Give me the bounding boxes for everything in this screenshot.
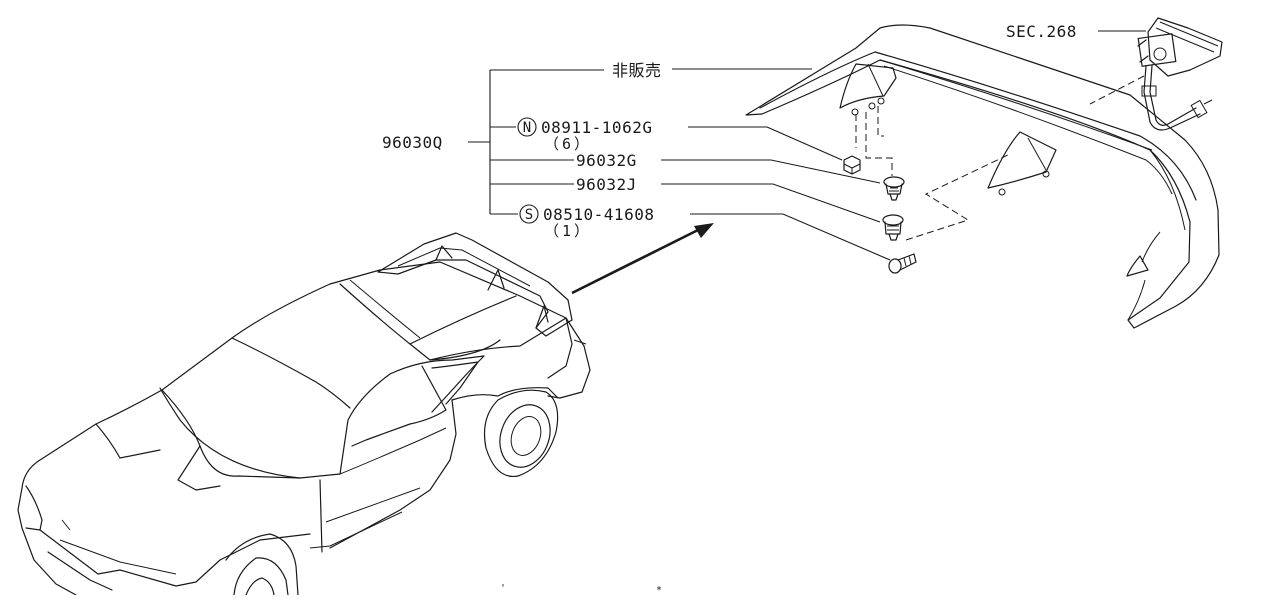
fasteners	[843, 106, 1011, 274]
car-illustration	[17, 232, 591, 596]
section-reference: SEC.268	[1006, 22, 1077, 41]
screw-part-number: 08510-41608	[543, 205, 654, 224]
leader-line	[688, 126, 843, 161]
stop-lamp-assembly	[1089, 17, 1223, 131]
screw-symbol: S	[519, 204, 539, 224]
not-for-sale-label: 非販売	[612, 61, 662, 80]
leader-line	[661, 183, 881, 223]
nut-part-number: 08911-1062G	[541, 118, 652, 137]
grommet-g-part-number: 96032G	[576, 151, 637, 170]
svg-text:S: S	[525, 207, 533, 223]
rear-spoiler	[745, 24, 1220, 329]
grommet-j-part-number: 96032J	[576, 175, 637, 194]
nut-symbol: N	[517, 117, 537, 137]
page-mark: '	[500, 583, 506, 594]
grommet-j-icon	[882, 214, 904, 241]
screw-icon	[888, 253, 917, 274]
nut-icon	[843, 155, 861, 175]
callout-tree: 96030Q 非販売 N 08911-1062G （6） 96032G 9603…	[382, 22, 1146, 261]
direction-arrow	[571, 223, 714, 295]
nut-quantity: （6）	[544, 135, 592, 153]
grommet-g-icon	[883, 176, 905, 201]
screw-quantity: （1）	[544, 222, 592, 240]
leader-line	[661, 159, 881, 184]
assembly-part-number: 96030Q	[382, 133, 443, 152]
page-mark: *	[656, 585, 662, 595]
leader-line	[690, 213, 891, 261]
svg-text:N: N	[523, 120, 531, 136]
